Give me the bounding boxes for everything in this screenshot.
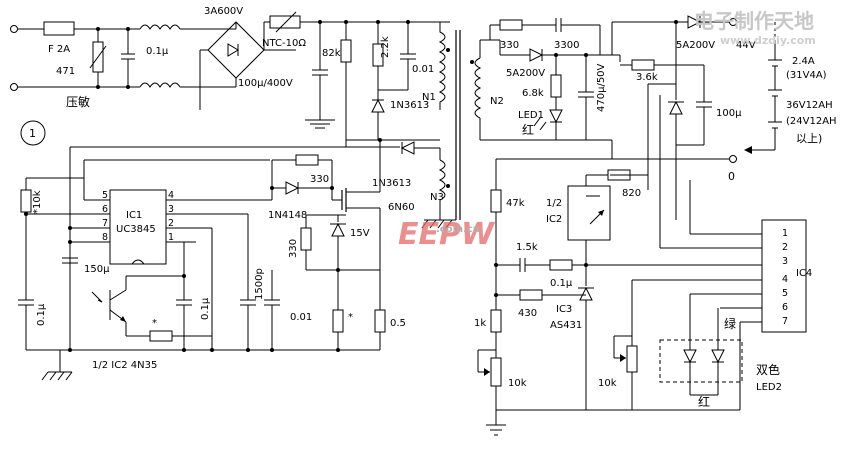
bridge-rectifier — [207, 21, 265, 79]
label-c01u-out: 0.1μ — [550, 278, 573, 289]
input-section — [10, 11, 461, 220]
label-bicolor: 双色 — [756, 363, 780, 377]
ic1-pin-1: 1 — [168, 232, 174, 243]
label-n1: N1 — [422, 92, 436, 103]
label-ntc: NTC-10Ω — [262, 38, 306, 49]
label-r82k: 82k — [322, 48, 341, 59]
label-d5a200v: 5A200V — [506, 68, 545, 79]
label-d5a200v-2: 5A200V — [676, 40, 715, 51]
ic4-pin-3: 3 — [782, 256, 788, 267]
label-c001-top: 0.01 — [412, 64, 434, 75]
label-fuse: F 2A — [48, 44, 70, 55]
label-r05: 0.5 — [390, 318, 406, 329]
primary-control — [18, 138, 456, 381]
watermark-url: www.dzdiy.com — [720, 34, 816, 47]
ic1-pin-8: 8 — [102, 232, 108, 243]
label-r-star2: * — [348, 312, 353, 323]
label-1n3613-a: 1N3613 — [390, 100, 429, 111]
label-ic2-bottom: 1/2 IC2 4N35 — [92, 360, 157, 371]
ic4 — [761, 219, 807, 333]
label-c470: 470μ/50V — [596, 63, 607, 112]
label-out-24a: 2.4A — [792, 56, 815, 67]
label-red2: 红 — [698, 394, 710, 409]
label-varistor-name: 压敏 — [66, 94, 90, 109]
label-ic2-name: IC2 — [546, 214, 562, 225]
label-led2: LED2 — [756, 382, 782, 393]
label-r430: 430 — [518, 308, 537, 319]
ic4-pin-1: 1 — [782, 228, 788, 239]
label-as431: AS431 — [550, 320, 582, 331]
label-c01u-mid: 0.1μ — [200, 297, 211, 320]
label-r10k: *10k — [32, 190, 43, 214]
ic4-pin-6: 6 — [782, 302, 788, 313]
label-1n4148: 1N4148 — [268, 210, 307, 221]
label-out-31v: (31V4A) — [786, 70, 827, 81]
label-r820: 820 — [622, 188, 641, 199]
label-r330-out: 330 — [500, 40, 519, 51]
label-ic4: IC4 — [796, 268, 812, 279]
label-green: 绿 — [724, 316, 736, 331]
ic4-pin-2: 2 — [782, 242, 788, 253]
label-zero: 0 — [728, 170, 735, 183]
ic1-pin-6: 6 — [102, 204, 108, 215]
ic1-pin-3: 3 — [168, 204, 174, 215]
watermarks: 电子制作天地 www.dzdiy.com EEPW .com.cn — [398, 9, 816, 252]
label-ic2-half: 1/2 — [546, 198, 562, 209]
watermark-cn: .com.cn — [436, 224, 480, 235]
ic4-pin-4: 4 — [782, 274, 788, 285]
label-r330-gate: 330 — [310, 174, 329, 185]
label-mosfet: 6N60 — [388, 202, 415, 213]
label-c100u: 100μ — [716, 108, 742, 119]
label-c01u-left: 0.1μ — [36, 303, 47, 326]
ic1-pin-7: 7 — [102, 218, 108, 229]
label-c3300: 3300 — [554, 40, 579, 51]
ic1-pin-2: 2 — [168, 218, 174, 229]
label-ic3: IC3 — [556, 304, 572, 315]
label-led1: LED1 — [518, 110, 544, 121]
label-r330-v: 330 — [288, 239, 299, 258]
label-bulk-cap: 100μ/400V — [238, 78, 293, 89]
label-r-star: * — [152, 318, 157, 329]
label-r22k: 2.2k — [380, 36, 391, 58]
label-cap-01u-in: 0.1μ — [146, 46, 169, 57]
label-uc3845: UC3845 — [116, 224, 156, 235]
label-r10k-pot: 10k — [508, 378, 527, 389]
ntc-thermistor — [269, 15, 301, 29]
ic1-uc3845 — [109, 189, 167, 265]
ic4-pin-7: 7 — [782, 316, 788, 327]
label-v44: 44V — [736, 40, 756, 51]
label-r47k: 47k — [506, 198, 525, 209]
ic1-pin-4: 4 — [168, 190, 174, 201]
label-r68k: 6.8k — [522, 88, 544, 99]
ic1-pin-5: 5 — [102, 190, 108, 201]
ic4-pin-5: 5 — [782, 288, 788, 299]
label-r15k: 1.5k — [516, 242, 538, 253]
label-zener15: 15V — [350, 228, 370, 239]
label-batt-up: 以上) — [796, 132, 822, 145]
label-c001-mid: 0.01 — [290, 312, 312, 323]
label-varistor-value: 471 — [56, 66, 75, 77]
label-n2: N2 — [490, 96, 504, 107]
label-c150u: 150μ — [84, 264, 110, 275]
label-r1k: 1k — [474, 318, 486, 329]
label-r10k-pot2: 10k — [598, 378, 617, 389]
watermark-top: 电子制作天地 — [694, 9, 814, 33]
label-batt-36: 36V12AH — [786, 100, 833, 111]
label-batt-24: (24V12AH — [786, 116, 837, 127]
label-ic1: IC1 — [126, 210, 142, 221]
label-n3: N3 — [430, 192, 444, 203]
label-circle-num: 1 — [29, 127, 36, 140]
label-red1: 红 — [522, 122, 534, 137]
secondary-section — [470, 15, 807, 436]
label-1n3613-b: 1N3613 — [372, 178, 411, 189]
watermark-eepw: EEPW — [398, 217, 496, 252]
label-r36k: 3.6k — [636, 72, 658, 83]
label-bridge: 3A600V — [204, 6, 243, 17]
label-c1500p: 1500p — [254, 268, 265, 300]
fuse — [43, 21, 75, 36]
component-labels: F 2A 471 压敏 0.1μ 3A600V NTC-10Ω 100μ/400… — [29, 6, 837, 409]
